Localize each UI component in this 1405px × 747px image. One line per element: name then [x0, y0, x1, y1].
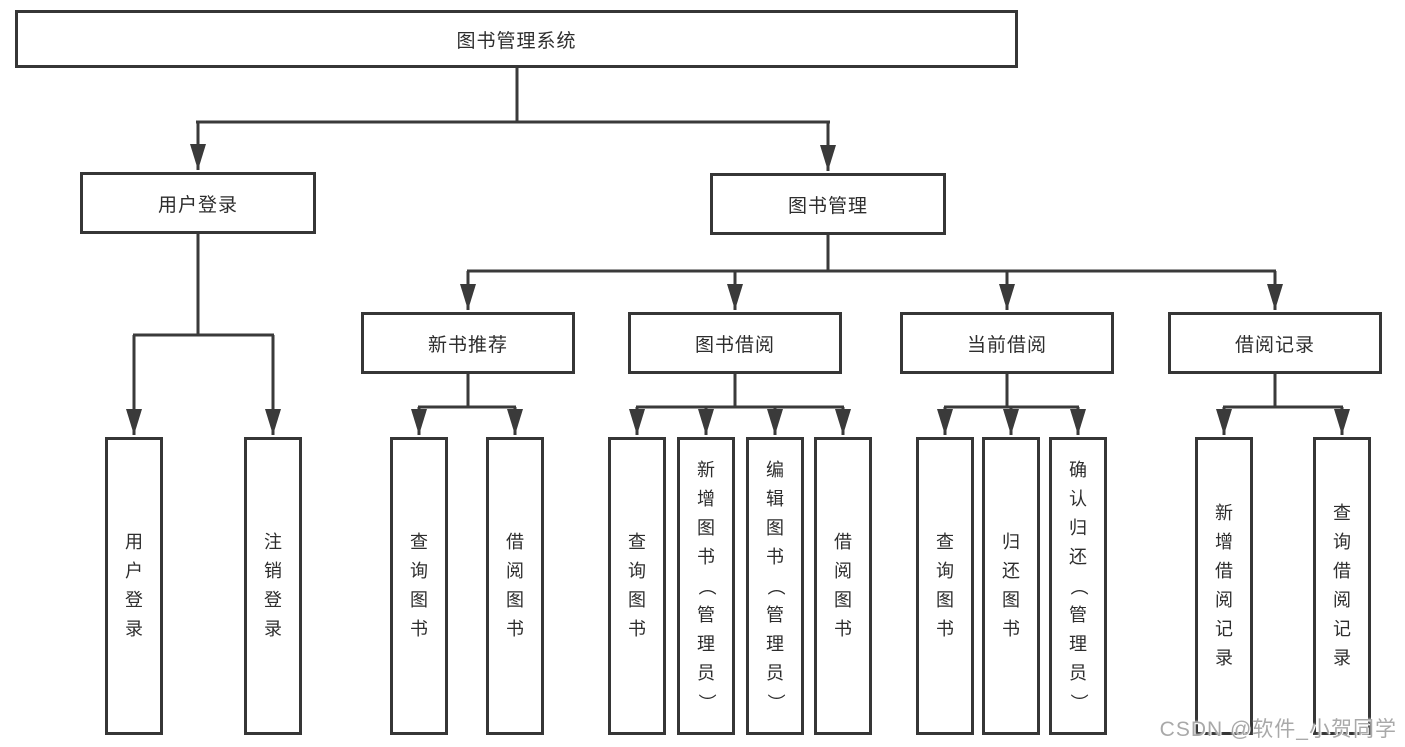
node-borrow-records-label: 借阅记录 — [1234, 334, 1315, 356]
leaf-borrow-borrow-books-label: 借阅图书 — [834, 532, 852, 639]
node-book-borrow-label: 图书借阅 — [694, 334, 775, 356]
leaf-user-login: 用户登录 — [105, 437, 163, 735]
leaf-current-return-books-label: 归还图书 — [1002, 532, 1020, 639]
node-new-book-recommend: 新书推荐 — [361, 312, 575, 374]
leaf-current-query-books-label: 查询图书 — [936, 532, 954, 639]
leaf-user-login-label: 用户登录 — [125, 532, 143, 639]
node-borrow-records: 借阅记录 — [1168, 312, 1382, 374]
csdn-watermark: CSDN @软件_小贺同学 — [1159, 718, 1397, 741]
leaf-records-add-record: 新增借阅记录 — [1195, 437, 1253, 735]
leaf-records-query-record-label: 查询借阅记录 — [1333, 503, 1351, 668]
leaf-logout: 注销登录 — [244, 437, 302, 735]
leaf-records-query-record: 查询借阅记录 — [1313, 437, 1371, 735]
leaf-borrow-query-books-label: 查询图书 — [628, 532, 646, 639]
leaf-newbooks-borrow-books-label: 借阅图书 — [506, 532, 524, 639]
node-new-book-recommend-label: 新书推荐 — [427, 334, 508, 356]
node-book-management: 图书管理 — [710, 173, 946, 235]
leaf-borrow-query-books: 查询图书 — [608, 437, 666, 735]
leaf-borrow-borrow-books: 借阅图书 — [814, 437, 872, 735]
leaf-borrow-edit-books-admin: 编辑图书（管理员） — [746, 437, 804, 735]
node-user-login-label: 用户登录 — [157, 194, 238, 216]
leaf-current-confirm-return-admin: 确认归还（管理员） — [1049, 437, 1107, 735]
leaf-newbooks-borrow-books: 借阅图书 — [486, 437, 544, 735]
leaf-current-confirm-return-admin-label: 确认归还（管理员） — [1068, 459, 1089, 712]
node-current-borrow-label: 当前借阅 — [966, 334, 1047, 356]
leaf-current-return-books: 归还图书 — [982, 437, 1040, 735]
leaf-borrow-add-books-admin: 新增图书（管理员） — [677, 437, 735, 735]
leaf-borrow-edit-books-admin-label: 编辑图书（管理员） — [765, 459, 786, 712]
node-root-label: 图书管理系统 — [456, 30, 577, 52]
leaf-newbooks-query-books: 查询图书 — [390, 437, 448, 735]
node-current-borrow: 当前借阅 — [900, 312, 1114, 374]
leaf-logout-label: 注销登录 — [264, 532, 282, 639]
leaf-current-query-books: 查询图书 — [916, 437, 974, 735]
leaf-records-add-record-label: 新增借阅记录 — [1215, 503, 1233, 668]
node-root-system: 图书管理系统 — [15, 10, 1018, 68]
node-user-login: 用户登录 — [80, 172, 316, 234]
node-book-management-label: 图书管理 — [787, 195, 868, 217]
node-book-borrow: 图书借阅 — [628, 312, 842, 374]
leaf-borrow-add-books-admin-label: 新增图书（管理员） — [696, 459, 717, 712]
leaf-newbooks-query-books-label: 查询图书 — [410, 532, 428, 639]
